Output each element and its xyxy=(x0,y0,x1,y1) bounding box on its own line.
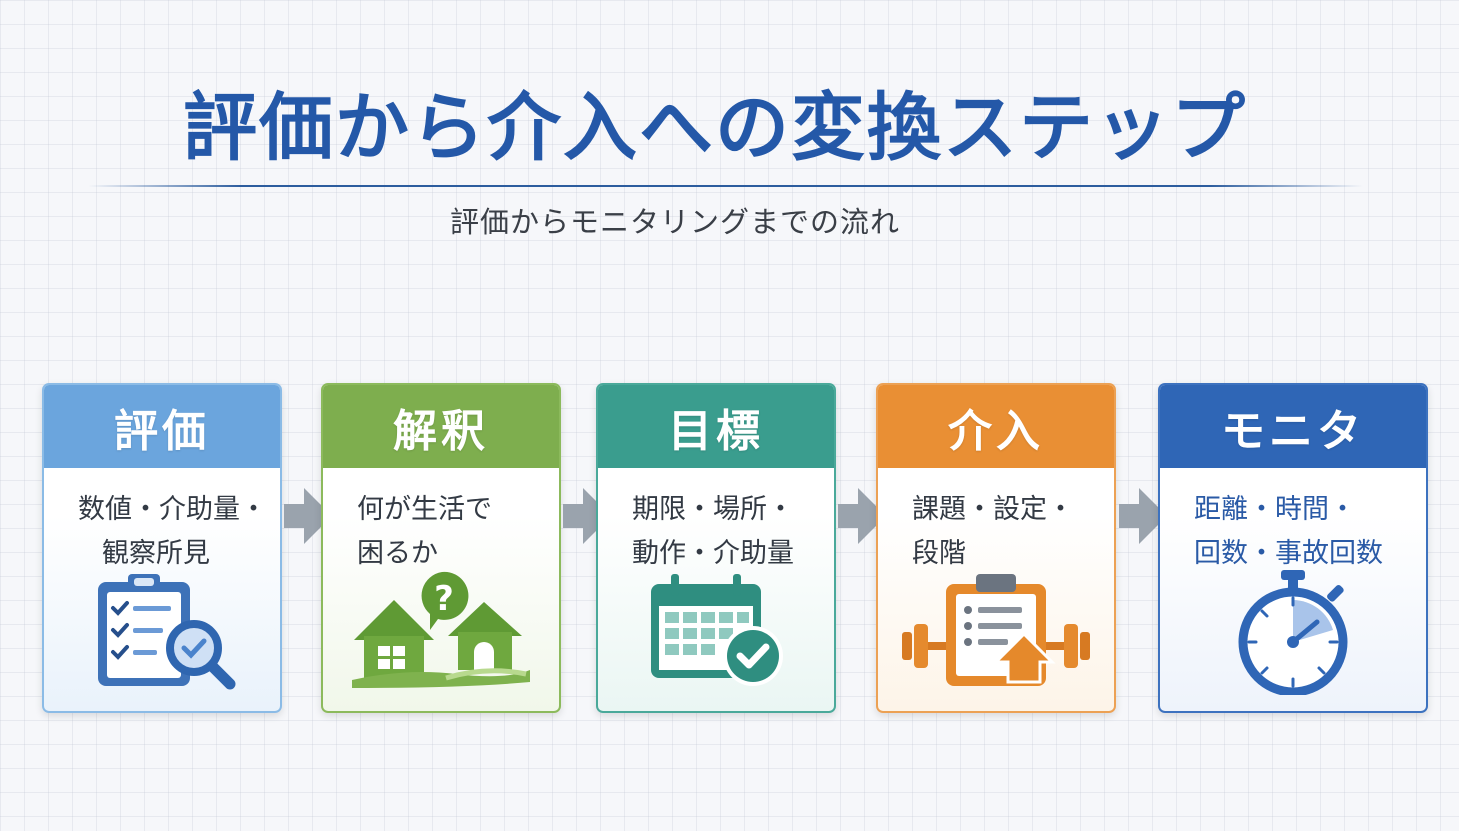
clipboard-dumbbell-icon xyxy=(878,567,1114,697)
step-header-goal: 目標 xyxy=(598,385,834,468)
clipboard-magnifier-icon xyxy=(44,567,280,697)
step-header-monitoring: モニタ xyxy=(1160,385,1426,468)
step-text-line: 観察所見 xyxy=(102,538,210,569)
flow-arrow xyxy=(563,486,613,546)
house-question-icon: ? xyxy=(323,567,559,697)
calendar-check-icon xyxy=(598,567,834,697)
step-header-interpretation: 解釈 xyxy=(323,385,559,468)
stopwatch-icon xyxy=(1160,567,1426,697)
svg-text:?: ? xyxy=(434,579,454,619)
step-text-line: 動作・介助量 xyxy=(632,538,794,569)
step-header-intervention: 介入 xyxy=(878,385,1114,468)
step-text-line: 課題・設定・ xyxy=(912,494,1074,525)
page-subtitle: 評価からモニタリングまでの流れ xyxy=(450,205,901,239)
step-card-assessment: 評価 数値・介助量・ 観察所見 xyxy=(42,383,282,713)
step-header-assessment: 評価 xyxy=(44,385,280,468)
step-text-line: 数値・介助量・ xyxy=(78,494,267,525)
step-card-interpretation: 解釈 何が生活で 困るか ? xyxy=(321,383,561,713)
step-text-line: 回数・事故回数 xyxy=(1194,538,1383,569)
step-card-goal: 目標 期限・場所・ 動作・介助量 xyxy=(596,383,836,713)
step-text-line: 期限・場所・ xyxy=(632,494,794,525)
title-divider xyxy=(88,185,1363,187)
page-title: 評価から介入への変換ステップ xyxy=(183,85,1247,171)
step-card-monitoring: モニタ 距離・時間・ 回数・事故回数 xyxy=(1158,383,1428,713)
step-text-line: 困るか xyxy=(357,538,438,569)
flow-arrow xyxy=(1119,486,1169,546)
step-text-line: 距離・時間・ xyxy=(1194,494,1356,525)
flow-arrow xyxy=(838,486,888,546)
step-text-line: 段階 xyxy=(912,538,966,569)
step-text-line: 何が生活で xyxy=(357,494,492,525)
flow-arrow xyxy=(284,486,334,546)
step-card-intervention: 介入 課題・設定・ 段階 xyxy=(876,383,1116,713)
